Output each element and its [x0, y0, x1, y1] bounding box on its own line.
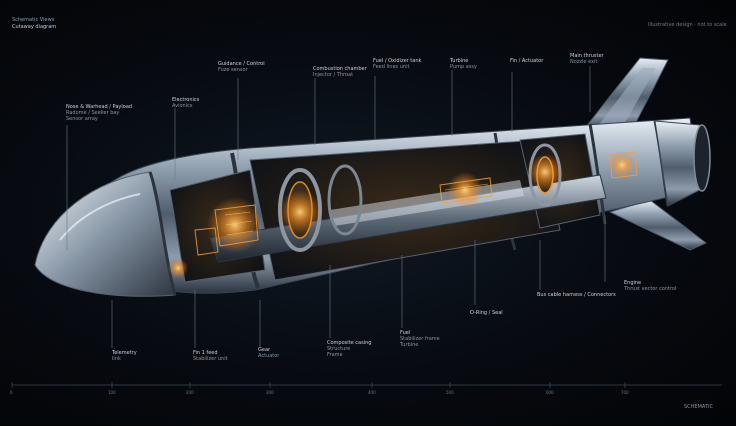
top-right-note: Illustrative design · not to scale [648, 22, 727, 28]
header-subtitle: Cutaway diagram [12, 24, 57, 30]
callout-fin-actuator: Fin / Actuator [510, 58, 544, 64]
callout-lines [66, 66, 606, 348]
bottom-right-mark: SCHEMATIC [684, 404, 713, 410]
axis-tick-label: 700 [621, 390, 629, 395]
axis-tick-label: 500 [446, 390, 454, 395]
axis-tick-label: 0 [10, 390, 13, 395]
axis-tick-label: 200 [186, 390, 194, 395]
axis-tick-label: 300 [266, 390, 274, 395]
axis-tick-label: 100 [108, 390, 116, 395]
callout-cable-harness: Bus cable harness / Connectors [537, 292, 616, 298]
callout-oring-seal: O-Ring / Seal [470, 310, 503, 316]
axis-tick-label: 400 [368, 390, 376, 395]
header-title: Schematic Views [12, 17, 55, 23]
axis-tick-label: 600 [546, 390, 554, 395]
diagram-header: Schematic Views Cutaway diagram [12, 17, 56, 31]
